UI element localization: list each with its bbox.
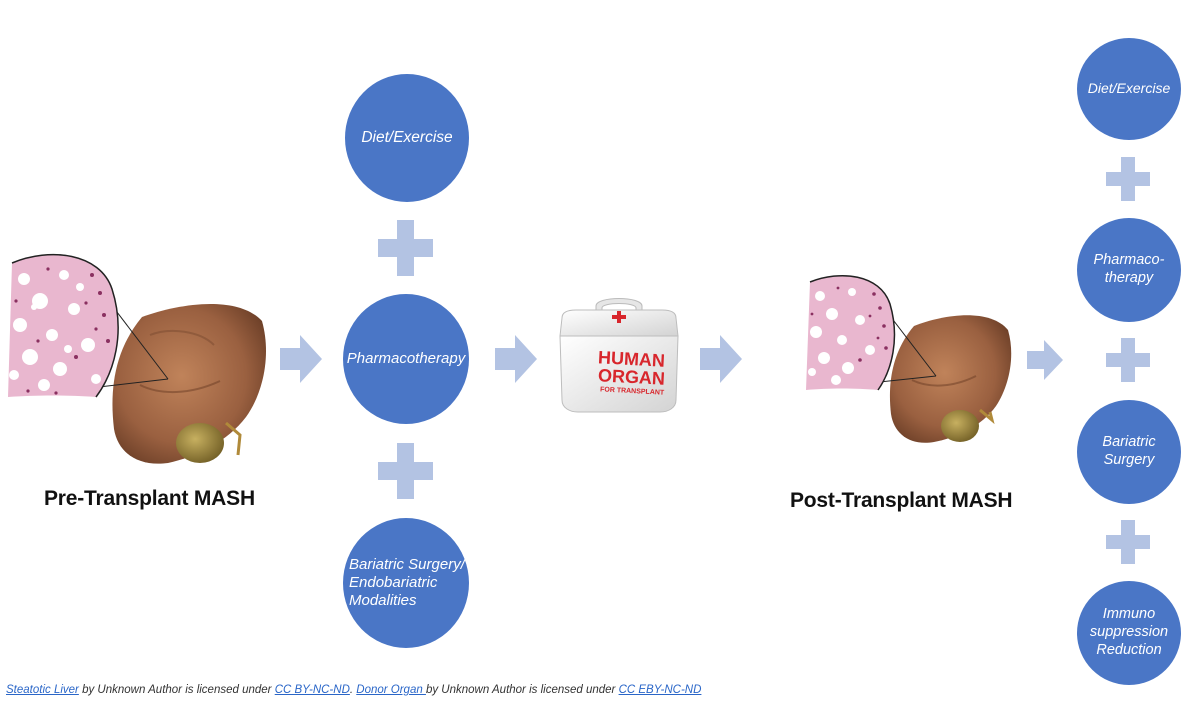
steatotic-liver-link[interactable]: Steatotic Liver [6,684,79,696]
plus-icon [1106,338,1150,382]
pre-pharmacotherapy-label: Pharmacotherapy [346,349,466,367]
plus-icon [1106,157,1150,201]
cc-by-nc-nd-link[interactable]: CC BY-NC-ND [274,684,350,696]
post-pharmacotherapy-circle: Pharmaco- therapy [1077,218,1181,322]
pre-diet-exercise-label: Diet/Exercise [361,128,453,146]
post-pharmacotherapy-label: Pharmaco- therapy [1093,252,1165,286]
pre-transplant-liver-image [8,253,267,464]
arrow-right-icon [700,335,742,383]
pre-bariatric-surgery-label: Bariatric Surgery/ Endobariatric Modalit… [349,555,465,610]
post-bariatric-surgery-label: Bariatric Surgery [1102,434,1156,468]
post-diet-exercise-circle: Diet/Exercise [1077,38,1181,140]
donor-organ-link[interactable]: Donor Organ [356,684,426,696]
post-immunosuppression-label: Immuno suppression Reduction [1089,606,1169,658]
attribution-text: by Unknown Author is licensed under [78,684,275,696]
pre-pharmacotherapy-circle: Pharmacotherapy [343,294,469,424]
pre-transplant-caption: Pre-Transplant MASH [44,487,255,510]
attribution-separator: . [349,684,357,696]
post-immunosuppression-circle: Immuno suppression Reduction [1077,581,1181,685]
plus-icon [378,220,433,276]
organ-box-icon [559,298,679,413]
post-diet-exercise-label: Diet/Exercise [1087,80,1171,97]
arrow-right-icon [495,335,537,383]
organ-box-line2: ORGAN [597,365,666,389]
human-organ-box: HUMAN ORGAN FOR TRANSPLANT [556,296,682,416]
post-transplant-liver-image [806,274,1012,443]
post-bariatric-surgery-circle: Bariatric Surgery [1077,400,1181,504]
attribution-text: by Unknown Author is licensed under [425,684,619,696]
arrow-right-icon [1027,340,1063,380]
arrow-right-icon [280,335,322,383]
cc-eby-nc-nd-link[interactable]: CC EBY-NC-ND [618,684,702,696]
plus-icon [378,443,433,499]
post-transplant-caption: Post-Transplant MASH [790,489,1013,512]
pre-bariatric-surgery-circle: Bariatric Surgery/ Endobariatric Modalit… [343,518,469,648]
plus-icon [1106,520,1150,564]
pre-diet-exercise-circle: Diet/Exercise [345,74,469,202]
image-attribution: Steatotic Liver by Unknown Author is lic… [6,684,701,696]
